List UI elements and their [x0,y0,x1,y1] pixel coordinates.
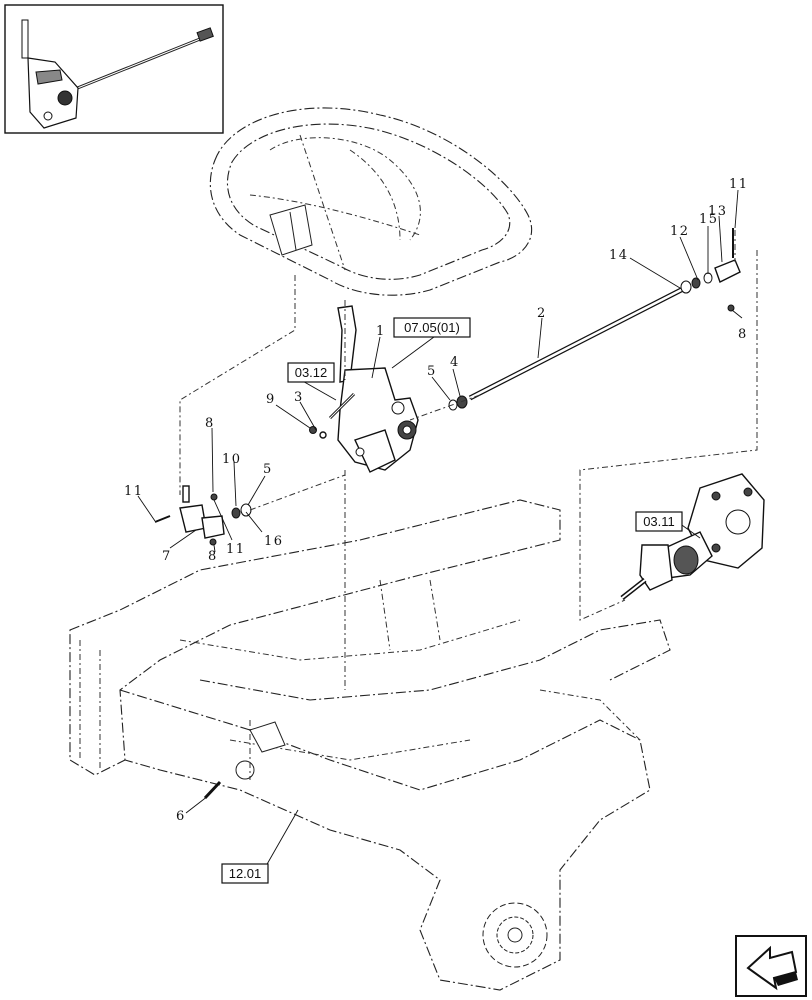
callout-15: 15 [699,212,719,227]
next-page-arrow-icon[interactable] [735,935,807,997]
assembly-guide-lines [179,230,758,690]
ref-12-01-label: 12.01 [229,866,262,881]
pto-housing [620,473,765,600]
callout-3: 3 [294,390,304,405]
callout-4: 4 [450,355,460,370]
ref-07-05-01[interactable]: 07.05(01) [393,317,471,338]
callout-14: 14 [609,248,629,263]
callout-labels: 1 2 3 4 5 5 6 7 8 8 8 9 10 11 11 11 12 1… [124,177,749,824]
callout-12: 12 [670,224,690,239]
overview-thumbnail-icon [4,4,224,134]
callout-6: 6 [176,809,186,824]
callout-5-lower: 5 [263,462,273,477]
cab-seat-outline [209,107,533,296]
ref-12-01[interactable]: 12.01 [221,863,269,884]
callout-11-right: 11 [729,177,749,192]
ref-03-11[interactable]: 03.11 [635,511,683,532]
callout-2: 2 [537,306,547,321]
tractor-frame-outline [69,499,671,991]
callout-16: 16 [264,534,284,549]
lever-bracket-assembly [309,305,419,473]
ref-07-05-01-label: 07.05(01) [404,320,460,335]
ref-03-12[interactable]: 03.12 [287,362,335,383]
ref-03-11-label: 03.11 [643,514,675,529]
callout-8-lower-left: 8 [208,549,218,564]
callout-1: 1 [376,324,386,339]
control-rod [448,228,741,411]
callout-8-right: 8 [738,327,748,342]
callout-8-upper-left: 8 [205,416,215,431]
callout-13: 13 [708,204,728,219]
callout-7: 7 [162,549,172,564]
callout-10: 10 [222,452,242,467]
callout-11-left: 11 [124,484,144,499]
callout-9: 9 [266,392,276,407]
callout-leaders [137,189,743,867]
callout-5-upper: 5 [427,364,437,379]
ref-03-12-label: 03.12 [295,365,328,380]
ball-joint-cluster [154,485,252,546]
callout-11-lower: 11 [226,542,246,557]
